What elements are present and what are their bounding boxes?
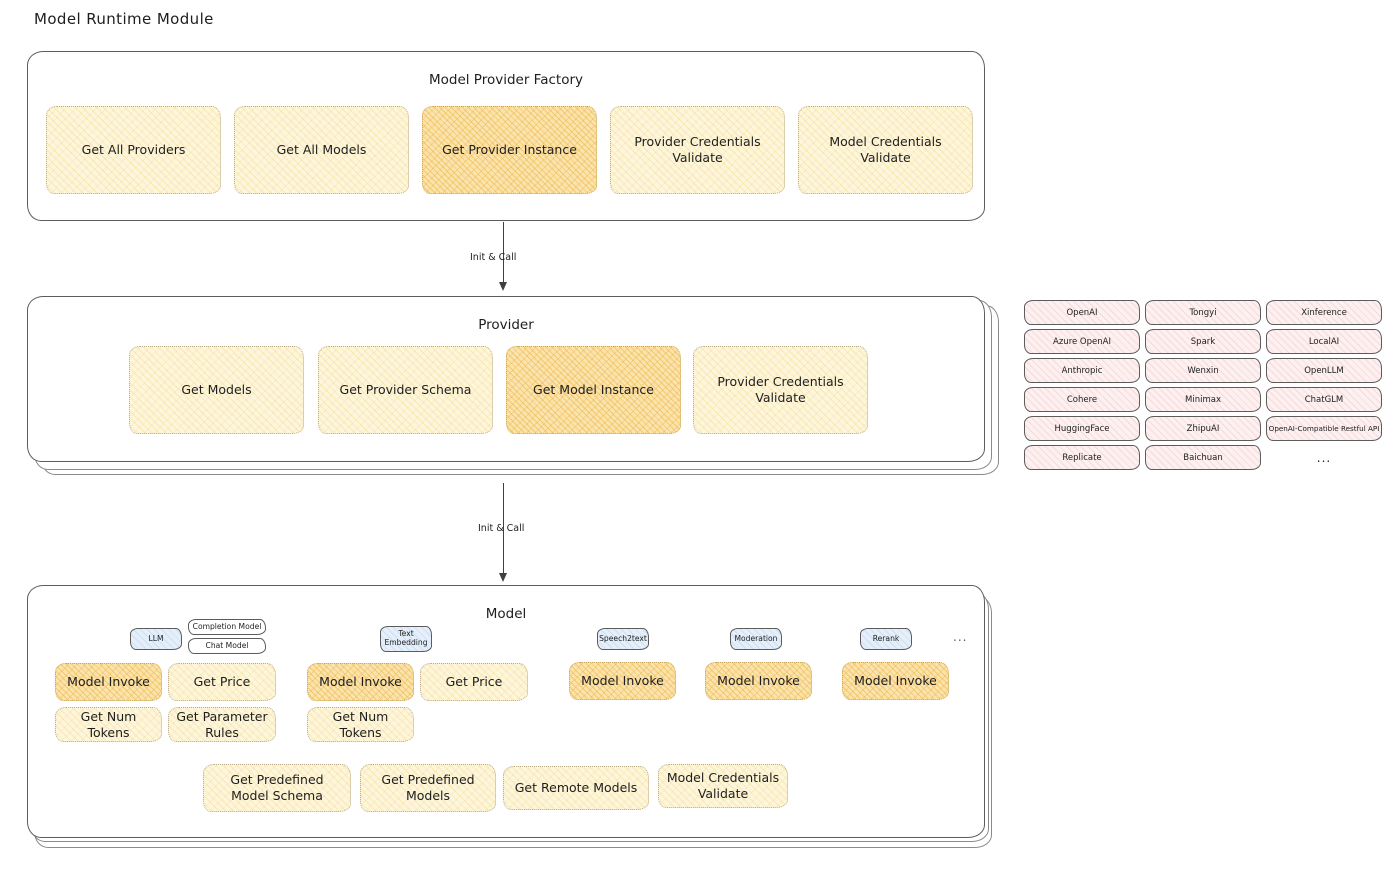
- factory-chip-get-provider-instance[interactable]: Get Provider Instance: [422, 106, 597, 194]
- model-title: Model: [485, 606, 527, 622]
- model-provider-factory-section: Model Provider Factory Get All Providers…: [27, 51, 985, 221]
- model-subtype-badge-completion-model[interactable]: Completion Model: [188, 619, 266, 635]
- arrow-provider-to-model-label: Init & Call: [478, 523, 525, 534]
- text-embedding-method-get-price[interactable]: Get Price: [420, 663, 528, 701]
- provider-chip-get-provider-schema[interactable]: Get Provider Schema: [318, 346, 493, 434]
- arrow-provider-to-model-head: [499, 573, 507, 582]
- provider-item-huggingface[interactable]: HuggingFace: [1024, 416, 1140, 441]
- provider-title: Provider: [478, 317, 534, 333]
- provider-chip-provider-credentials-validate[interactable]: Provider Credentials Validate: [693, 346, 868, 434]
- speech2text-method-model-invoke[interactable]: Model Invoke: [569, 662, 676, 700]
- provider-item-spark[interactable]: Spark: [1145, 329, 1261, 354]
- model-type-badge-llm[interactable]: LLM: [130, 628, 182, 650]
- model-common-get-predefined-model-schema[interactable]: Get Predefined Model Schema: [203, 764, 351, 812]
- provider-section: Provider Get Models Get Provider Schema …: [27, 296, 985, 462]
- model-common-get-remote-models[interactable]: Get Remote Models: [503, 766, 649, 810]
- model-section: Model LLM Completion Model Chat Model Te…: [27, 585, 985, 838]
- provider-list-more: ...: [1316, 450, 1332, 465]
- provider-item-zhipuai[interactable]: ZhipuAI: [1145, 416, 1261, 441]
- factory-chip-get-all-providers[interactable]: Get All Providers: [46, 106, 221, 194]
- arrow-factory-to-provider-line: [503, 222, 505, 285]
- model-types-more: ...: [953, 630, 968, 644]
- factory-chip-model-credentials-validate[interactable]: Model Credentials Validate: [798, 106, 973, 194]
- factory-title: Model Provider Factory: [428, 72, 583, 88]
- page-title: Model Runtime Module: [34, 10, 214, 28]
- provider-item-anthropic[interactable]: Anthropic: [1024, 358, 1140, 383]
- model-type-badge-rerank[interactable]: Rerank: [860, 628, 912, 650]
- provider-item-minimax[interactable]: Minimax: [1145, 387, 1261, 412]
- provider-item-openai[interactable]: OpenAI: [1024, 300, 1140, 325]
- provider-item-localai[interactable]: LocalAI: [1266, 329, 1382, 354]
- text-embedding-method-model-invoke[interactable]: Model Invoke: [307, 663, 414, 701]
- provider-item-openai-compatible-restful-api[interactable]: OpenAI-Compatible Restful API: [1266, 416, 1382, 441]
- arrow-factory-to-provider-head: [499, 282, 507, 291]
- text-embedding-method-get-num-tokens[interactable]: Get Num Tokens: [307, 707, 414, 742]
- provider-item-tongyi[interactable]: Tongyi: [1145, 300, 1261, 325]
- provider-item-chatglm[interactable]: ChatGLM: [1266, 387, 1382, 412]
- provider-item-openllm[interactable]: OpenLLM: [1266, 358, 1382, 383]
- llm-method-get-num-tokens[interactable]: Get Num Tokens: [55, 707, 162, 742]
- rerank-method-model-invoke[interactable]: Model Invoke: [842, 662, 949, 700]
- model-type-badge-moderation[interactable]: Moderation: [730, 628, 782, 650]
- arrow-provider-to-model-line: [503, 483, 505, 576]
- provider-item-azure-openai[interactable]: Azure OpenAI: [1024, 329, 1140, 354]
- llm-method-get-parameter-rules[interactable]: Get Parameter Rules: [168, 707, 276, 742]
- provider-item-replicate[interactable]: Replicate: [1024, 445, 1140, 470]
- moderation-method-model-invoke[interactable]: Model Invoke: [705, 662, 812, 700]
- arrow-factory-to-provider-label: Init & Call: [470, 252, 517, 263]
- llm-method-model-invoke[interactable]: Model Invoke: [55, 663, 162, 701]
- factory-chip-provider-credentials-validate[interactable]: Provider Credentials Validate: [610, 106, 785, 194]
- provider-item-baichuan[interactable]: Baichuan: [1145, 445, 1261, 470]
- model-common-model-credentials-validate[interactable]: Model Credentials Validate: [658, 764, 788, 808]
- model-type-badge-text-embedding[interactable]: Text Embedding: [380, 626, 432, 652]
- provider-item-cohere[interactable]: Cohere: [1024, 387, 1140, 412]
- provider-chip-get-models[interactable]: Get Models: [129, 346, 304, 434]
- provider-item-xinference[interactable]: Xinference: [1266, 300, 1382, 325]
- provider-chip-get-model-instance[interactable]: Get Model Instance: [506, 346, 681, 434]
- model-subtype-badge-chat-model[interactable]: Chat Model: [188, 638, 266, 654]
- provider-item-wenxin[interactable]: Wenxin: [1145, 358, 1261, 383]
- model-common-get-predefined-models[interactable]: Get Predefined Models: [360, 764, 496, 812]
- factory-chip-get-all-models[interactable]: Get All Models: [234, 106, 409, 194]
- llm-method-get-price[interactable]: Get Price: [168, 663, 276, 701]
- model-type-badge-speech2text[interactable]: Speech2text: [597, 628, 649, 650]
